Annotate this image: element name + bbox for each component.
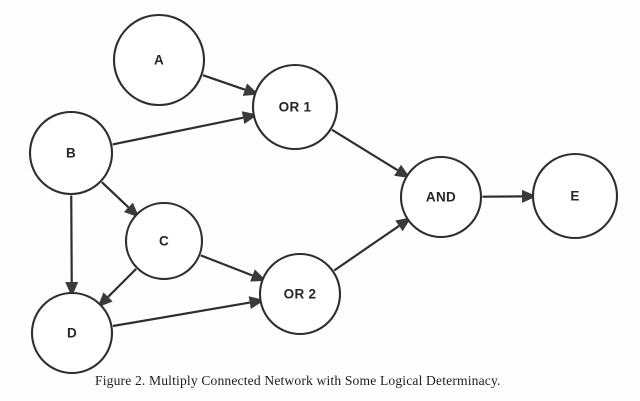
node-c[interactable]: C: [124, 201, 204, 281]
nodes-layer: A B OR 1 C D OR 2 AND E: [28, 13, 619, 375]
node-or2[interactable]: OR 2: [258, 252, 342, 336]
edge-b-to-d: [65, 195, 79, 297]
node-e[interactable]: E: [531, 152, 619, 240]
node-label-or2: OR 2: [284, 287, 317, 302]
node-label-c: C: [159, 234, 169, 249]
arrowhead-icon: [97, 292, 113, 308]
node-circle-c[interactable]: [124, 201, 204, 281]
node-label-and: AND: [426, 190, 456, 205]
node-label-a: A: [154, 53, 164, 68]
edge-c-to-or2: [200, 254, 267, 282]
node-circle-e[interactable]: [531, 152, 619, 240]
node-d[interactable]: D: [30, 291, 114, 375]
node-circle-and[interactable]: [399, 155, 483, 239]
node-circle-d[interactable]: [30, 291, 114, 375]
arrowhead-icon: [65, 281, 79, 297]
edge-b-to-c: [101, 181, 140, 218]
edge-or1-to-and: [331, 128, 411, 179]
node-label-b: B: [66, 146, 76, 161]
edge-c-to-d: [97, 268, 137, 308]
node-and[interactable]: AND: [399, 155, 483, 239]
arrowhead-icon: [395, 217, 412, 232]
node-circle-b[interactable]: [28, 110, 114, 196]
node-label-e: E: [570, 189, 579, 204]
node-label-d: D: [67, 326, 77, 341]
node-or1[interactable]: OR 1: [251, 63, 339, 151]
edge-a-to-or1: [202, 74, 260, 96]
edge-b-to-or1: [112, 111, 258, 146]
node-circle-or2[interactable]: [258, 252, 342, 336]
edges-layer: [65, 74, 537, 328]
node-label-or1: OR 1: [279, 100, 312, 115]
arrowhead-icon: [394, 164, 411, 179]
node-b[interactable]: B: [28, 110, 114, 196]
edge-and-to-e: [482, 189, 537, 203]
node-circle-or1[interactable]: [251, 63, 339, 151]
edge-or2-to-and: [333, 217, 412, 272]
node-circle-a[interactable]: [112, 13, 206, 107]
arrowhead-icon: [123, 202, 140, 218]
figure-caption: Figure 2. Multiply Connected Network wit…: [95, 373, 501, 388]
edge-d-to-or2: [112, 296, 265, 328]
node-a[interactable]: A: [112, 13, 206, 107]
arrowhead-icon: [521, 189, 537, 203]
